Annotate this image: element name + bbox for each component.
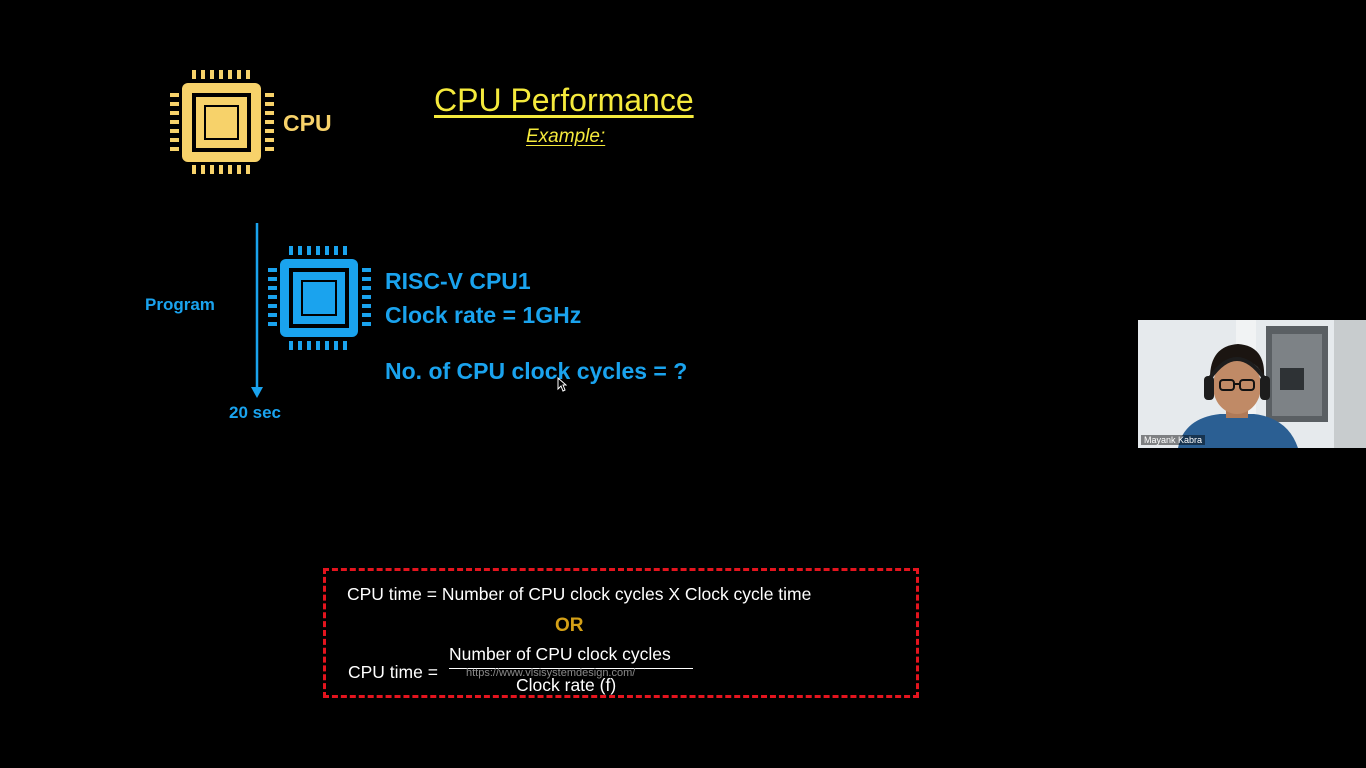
- formula-or: OR: [555, 615, 584, 636]
- clock-cycles-question: No. of CPU clock cycles = ?: [385, 358, 688, 384]
- cpu-chip-gold-icon: [170, 70, 274, 174]
- presenter-video: [1138, 320, 1366, 448]
- clock-rate-text: Clock rate = 1GHz: [385, 302, 582, 328]
- formula-denominator: Clock rate (f): [516, 675, 617, 695]
- participant-name-label: Mayank Kabra: [1141, 435, 1206, 445]
- slide-title: CPU Performance: [434, 82, 694, 118]
- execution-time-label: 20 sec: [229, 403, 281, 422]
- cpu-icon-label: CPU: [283, 110, 332, 136]
- cpu1-name: RISC-V CPU1: [385, 268, 531, 294]
- program-timeline-arrow: [251, 223, 263, 398]
- webcam-video-tile[interactable]: Mayank Kabra: [1138, 320, 1366, 448]
- watermark-url: https://www.vlsisystemdesign.com/: [466, 667, 636, 679]
- formula-numerator: Number of CPU clock cycles: [449, 644, 671, 664]
- formula-lhs: CPU time =: [348, 662, 438, 682]
- cpu-chip-blue-icon: [268, 246, 371, 350]
- slide-subtitle: Example:: [526, 126, 606, 147]
- fraction-bar: [449, 668, 693, 669]
- mouse-cursor-icon: [557, 377, 567, 392]
- formula-line-1: CPU time = Number of CPU clock cycles X …: [347, 584, 812, 604]
- formula-box: [323, 568, 919, 698]
- program-label: Program: [145, 295, 215, 314]
